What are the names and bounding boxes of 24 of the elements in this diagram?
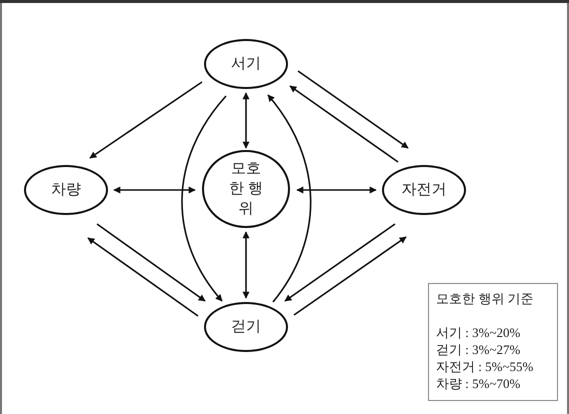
note-heading: 모호한 행위 기준: [436, 290, 534, 307]
arrow: [96, 223, 206, 302]
note-line: 차량 : 5%~70%: [436, 375, 522, 392]
ellipse-node: 걷기: [204, 302, 288, 352]
note-line: 걷기 : 3%~27%: [436, 341, 522, 358]
arrow: [267, 94, 312, 302]
arrow: [289, 85, 398, 163]
arrow: [181, 96, 227, 302]
ellipse-node: 차량: [24, 165, 108, 215]
arrow: [113, 186, 196, 194]
arrow: [87, 237, 198, 317]
ellipse-node: 모호한 행위: [202, 150, 290, 228]
note-line: 자전거 : 5%~55%: [436, 358, 534, 375]
ellipse-node: 서기: [204, 39, 288, 89]
note-line: 서기 : 3%~20%: [436, 324, 522, 341]
arrow: [242, 92, 250, 149]
arrow: [294, 236, 407, 316]
arrow: [298, 70, 409, 149]
arrow: [242, 231, 250, 299]
arrow: [89, 81, 202, 159]
ellipse-node: 자전거: [382, 165, 466, 215]
arrow: [284, 223, 396, 302]
note-box: [428, 283, 558, 401]
arrow: [296, 186, 377, 194]
